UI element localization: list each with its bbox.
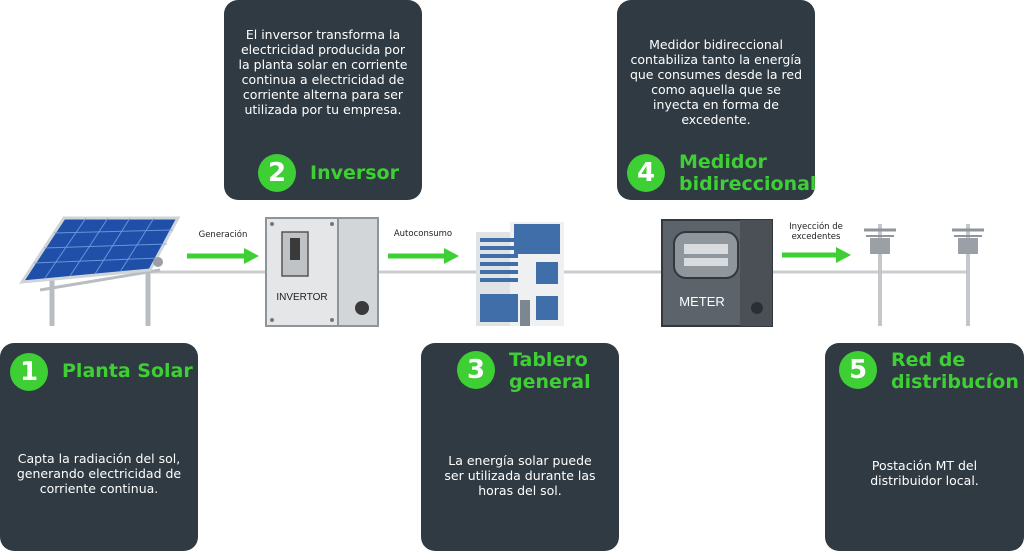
step-number: 3 [457,351,495,389]
inverter-icon [265,217,379,327]
step-title: Tablero general [509,349,591,393]
arrow-generacion-icon [187,248,259,264]
meter-label: METER [679,294,725,309]
step-description: El inversor transforma la electricidad p… [238,27,408,117]
step-title: Red de distribucíon [891,349,1019,393]
meter-icon [661,219,773,327]
flow-label-autoconsumo: Autoconsumo [393,229,453,239]
step-card-inversor: El inversor transforma la electricidad p… [224,0,422,200]
step-number: 1 [10,353,48,391]
step-number: 4 [627,154,665,192]
building-icon [476,222,564,326]
step-description: Capta la radiación del sol, generando el… [16,451,182,496]
step-card-tablero-general: 3 Tablero general La energía solar puede… [421,343,619,551]
utility-pole-icon [864,224,896,326]
arrow-inyeccion-icon [782,247,851,263]
step-number: 2 [258,154,296,192]
step-card-planta-solar: 1 Planta Solar Capta la radiación del so… [0,343,198,551]
step-title: Planta Solar [62,360,193,382]
step-card-medidor-bidireccional: Medidor bidireccional contabiliza tanto … [617,0,817,200]
inverter-label: INVERTOR [276,292,328,303]
step-description: Medidor bidireccional contabiliza tanto … [629,37,803,127]
step-number: 5 [839,351,877,389]
step-card-red-de-distribucion: 5 Red de distribucíon Postación MT del d… [825,343,1024,551]
step-description: La energía solar puede ser utilizada dur… [444,453,596,498]
arrow-autoconsumo-icon [388,248,459,264]
solar-panel-icon [19,216,181,326]
utility-pole-icon [952,224,984,326]
step-title: Inversor [310,162,399,184]
flow-label-generacion: Generación [198,230,248,240]
step-title: Medidor bidireccional [679,151,817,195]
flow-label-inyeccion: Inyección de excedentes [789,222,843,242]
step-description: Postación MT del distribuidor local. [870,458,979,488]
